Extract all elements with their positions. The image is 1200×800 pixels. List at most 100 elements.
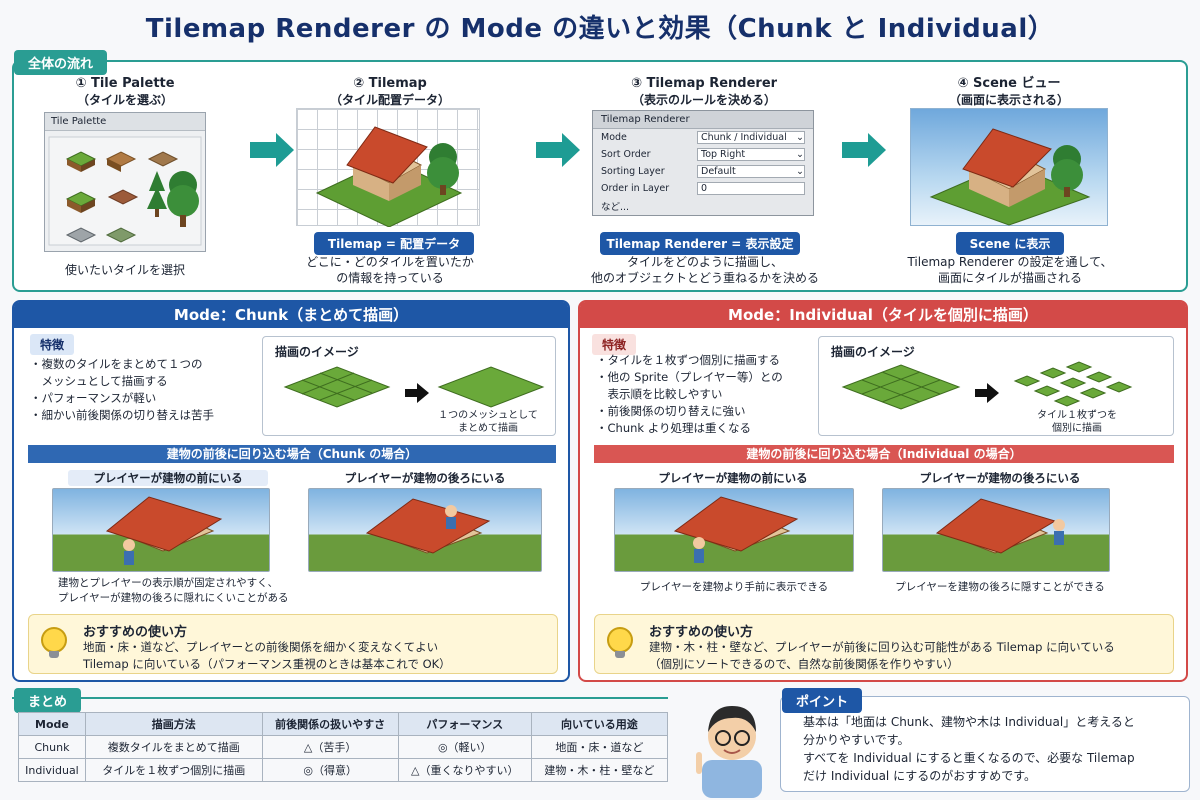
- summary-cell: Chunk: [18, 735, 86, 759]
- point-line: すべてを Individual にすると重くなるので、必要な Tilemap: [803, 751, 1135, 765]
- point-body: 基本は「地面は Chunk、建物や木は Individual」と考えると 分かり…: [803, 713, 1135, 785]
- chunk-subheader: 建物の前後に回り込む場合（Chunk の場合）: [28, 445, 556, 463]
- individual-rec-line2: （個別にソートできるので、自然な前後関係を作りやすい）: [649, 657, 959, 671]
- renderer-pill: Tilemap Renderer = 表示設定: [600, 232, 800, 255]
- tilemap-house-illustration: [315, 126, 463, 228]
- small-tree-icon[interactable]: [147, 171, 167, 217]
- individual-recommendation: おすすめの使い方 建物・木・柱・壁など、プレイヤーが前後に回り込む可能性がある …: [594, 614, 1174, 674]
- step4-title: ④ Scene ビュー （画面に表示される）: [900, 76, 1118, 108]
- individual-back-label: プレイヤーが建物の後ろにいる: [919, 471, 1081, 485]
- chunk-bullet: ・パフォーマンスが軽い: [30, 391, 157, 405]
- big-tree-icon[interactable]: [167, 171, 199, 227]
- step4-caption: Tilemap Renderer の設定を通して、 画面にタイルが描画される: [890, 254, 1130, 286]
- step1-title: ① Tile Palette （タイルを選ぶ）: [44, 76, 206, 108]
- individual-bullet: 表示順を比較しやすい: [596, 387, 723, 401]
- point-tag: ポイント: [782, 688, 863, 713]
- house-roof-icon: [962, 128, 1052, 188]
- step2-head: ② Tilemap: [353, 76, 427, 91]
- inspector-header: Tilemap Renderer: [593, 111, 813, 129]
- summary-cell: タイルを１枚ずつ個別に描画: [84, 758, 263, 782]
- mossy-stone-tile-icon[interactable]: [105, 227, 137, 243]
- summary-row-chunk: Chunk 複数タイルをまとめて描画 △（苦手） ◎（軽い） 地面・床・道など: [18, 735, 669, 759]
- roof-tile-icon[interactable]: [107, 189, 139, 205]
- individual-subheader: 建物の前後に回り込む場合（Individual の場合）: [594, 445, 1174, 463]
- step2-sub: （タイル配置データ）: [329, 93, 450, 107]
- summary-header-cell: 前後関係の扱いやすさ: [261, 712, 399, 736]
- separated-tiles: [1013, 361, 1133, 407]
- individual-image-box: 描画のイメージ タイル１枚ずつを 個別に描画: [818, 336, 1174, 436]
- step2-caption-line2: の情報を持っている: [336, 271, 444, 285]
- chunk-rec-line1: 地面・床・道など、プレイヤーとの前後関係を細かく変えなくてよい: [83, 640, 439, 654]
- step4-head: ④ Scene ビュー: [957, 76, 1061, 91]
- point-line: だけ Individual にするのがおすすめです。: [803, 769, 1036, 783]
- individual-front-scene: [673, 496, 799, 563]
- individual-front-caption: プレイヤーを建物より手前に表示できる: [639, 581, 829, 593]
- chunk-recommendation: おすすめの使い方 地面・床・道など、プレイヤーとの前後関係を細かく変えなくてよい…: [28, 614, 558, 674]
- sorting-layer-dropdown[interactable]: Default⌄: [697, 165, 805, 178]
- individual-back-scene: [935, 498, 1065, 554]
- individual-bullets: ・タイルを１枚ずつ個別に描画する ・他の Sprite（プレイヤー等）との 表示…: [596, 352, 826, 437]
- lightbulb-icon: [607, 627, 633, 658]
- summary-table: Mode 描画方法 前後関係の扱いやすさ パフォーマンス 向いている用途 Chu…: [18, 712, 669, 782]
- chunk-image-caption: １つのメッシュとして まとめて描画: [423, 409, 553, 435]
- single-mesh-tile: [437, 366, 545, 408]
- summary-cell: △（重くなりやすい）: [397, 758, 532, 782]
- chunk-front-label: プレイヤーが建物の前にいる: [68, 470, 268, 486]
- summary-cell: 複数タイルをまとめて描画: [84, 735, 263, 759]
- house-roof-icon: [346, 126, 428, 184]
- chunk-back-label: プレイヤーが建物の後ろにいる: [344, 471, 506, 485]
- chunk-bullet: ・複数のタイルをまとめて１つの: [30, 357, 203, 371]
- individual-bullet: ・前後関係の切り替えに強い: [596, 404, 746, 418]
- sort-order-dropdown[interactable]: Top Right⌄: [697, 148, 805, 161]
- individual-image-caption: タイル１枚ずつを 個別に描画: [1007, 409, 1147, 435]
- summary-tag: まとめ: [14, 688, 82, 713]
- player-icon: [693, 537, 705, 549]
- step4-sub: （画面に表示される）: [948, 93, 1069, 107]
- individual-rec-line1: 建物・木・柱・壁など、プレイヤーが前後に回り込む可能性がある Tilemap に…: [649, 640, 1115, 654]
- chunk-image-caption-line2: まとめて描画: [458, 423, 518, 434]
- mode-dropdown[interactable]: Chunk / Individual⌄: [697, 131, 805, 144]
- inspector-more: など...: [593, 197, 813, 214]
- player-icon: [1053, 519, 1065, 531]
- inspector-label: Order in Layer: [601, 183, 670, 194]
- individual-front-label: プレイヤーが建物の前にいる: [658, 471, 808, 485]
- step3-caption-line2: 他のオブジェクトとどう重ねるかを決める: [590, 271, 819, 285]
- step4-caption-line1: Tilemap Renderer の設定を通して、: [907, 255, 1113, 269]
- step1-sub: （タイルを選ぶ）: [76, 93, 173, 107]
- chunk-tile-grid: [283, 366, 391, 408]
- presenter-avatar: [696, 706, 762, 798]
- chunk-header: Mode：Chunk（まとめて描画）: [14, 302, 568, 328]
- chunk-front-screenshot: [52, 488, 270, 572]
- scene-view-preview: [910, 108, 1108, 226]
- chunk-back-screenshot: [308, 488, 542, 572]
- scene-house-illustration: [929, 128, 1091, 226]
- lightbulb-icon: [41, 627, 67, 658]
- summary-header-cell: 向いている用途: [530, 712, 669, 736]
- step2-title: ② Tilemap （タイル配置データ）: [300, 76, 480, 108]
- step3-head: ③ Tilemap Renderer: [630, 76, 778, 91]
- step3-sub: （表示のルールを決める）: [631, 93, 776, 107]
- chunk-image-caption-line1: １つのメッシュとして: [438, 410, 538, 421]
- arrow-right-icon: [975, 383, 999, 403]
- individual-rec-body: 建物・木・柱・壁など、プレイヤーが前後に回り込む可能性がある Tilemap に…: [649, 639, 1115, 673]
- sort-order-value: Top Right: [701, 149, 746, 160]
- individual-feature-tag: 特徴: [592, 334, 637, 355]
- inspector-label: Sorting Layer: [601, 166, 665, 177]
- inspector-row-sorting-layer: Sorting Layer Default⌄: [593, 163, 813, 180]
- chunk-mesh-illustration: [283, 366, 545, 408]
- chunk-image-box: 描画のイメージ １つのメッシュとして まとめて描画: [262, 336, 556, 436]
- mode-dropdown-value: Chunk / Individual: [701, 132, 787, 143]
- tilemap-preview: [296, 108, 480, 228]
- step3-caption-line1: タイルをどのように描画し、: [626, 255, 783, 269]
- inspector-row-sort-order: Sort Order Top Right⌄: [593, 146, 813, 163]
- chunk-feature-tag: 特徴: [30, 334, 75, 355]
- tile-palette-window[interactable]: Tile Palette: [44, 112, 206, 252]
- order-in-layer-value: 0: [701, 183, 708, 194]
- order-in-layer-field[interactable]: 0: [697, 182, 805, 195]
- step3-title: ③ Tilemap Renderer （表示のルールを決める）: [584, 76, 824, 108]
- dirt-path-tile-icon[interactable]: [147, 151, 179, 167]
- individual-back-caption: プレイヤーを建物の後ろに隠すことができる: [895, 581, 1105, 593]
- stone-tile-icon[interactable]: [65, 227, 97, 243]
- tilemap-pill: Tilemap = 配置データ: [314, 232, 474, 255]
- arrow-right-icon: [405, 383, 429, 403]
